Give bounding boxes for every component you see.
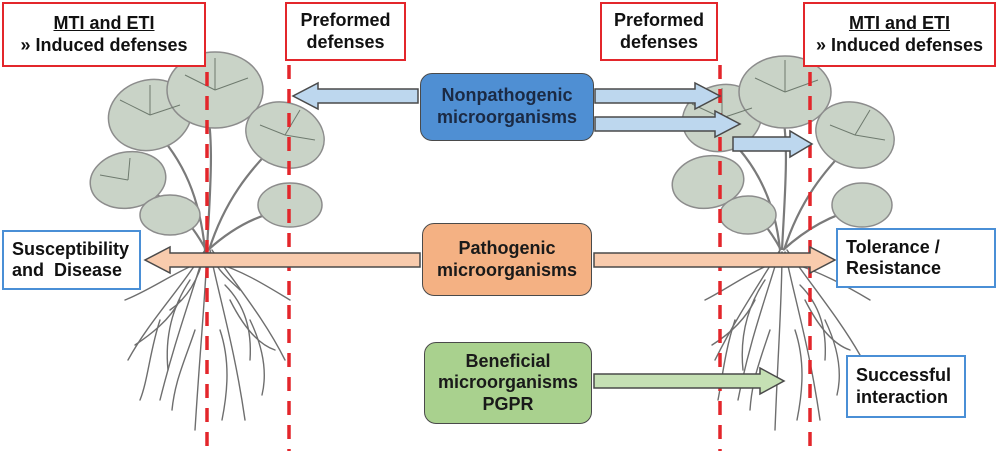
nonpathogenic-right-arrow-1	[594, 81, 722, 111]
successful-line1: Successful	[856, 365, 952, 386]
nonpathogenic-microorganisms-box: Nonpathogenic microorganisms	[420, 73, 594, 141]
right-preformed-defenses-box: Preformed defenses	[600, 2, 718, 61]
left-preformed-line1: Preformed	[300, 10, 391, 31]
tolerance-line1: Tolerance /	[846, 236, 940, 257]
left-induced-defenses-box: MTI and ETI » Induced defenses	[2, 2, 206, 67]
successful-interaction-box: Successful interaction	[846, 355, 966, 418]
left-preformed-line2: defenses	[306, 31, 385, 52]
right-induced-defenses-subtitle: » Induced defenses	[815, 34, 984, 55]
tolerance-resistance-box: Tolerance / Resistance	[836, 228, 996, 288]
nonpathogenic-line1: Nonpathogenic	[441, 85, 573, 106]
right-induced-defenses-title: MTI and ETI	[849, 13, 950, 34]
susceptibility-disease-box: Susceptibility and Disease	[2, 230, 141, 290]
arrows	[143, 81, 837, 396]
nonpathogenic-right-arrow-2	[594, 109, 742, 139]
susceptibility-line1: Susceptibility	[12, 238, 130, 259]
beneficial-microorganisms-box: Beneficial microorganisms PGPR	[424, 342, 592, 424]
pathogenic-line1: Pathogenic	[458, 237, 556, 258]
left-induced-defenses-title: MTI and ETI	[53, 13, 155, 34]
tolerance-line2: Resistance	[846, 258, 942, 278]
nonpathogenic-left-arrow	[291, 81, 419, 111]
beneficial-line1: Beneficial	[465, 350, 551, 371]
left-preformed-defenses-box: Preformed defenses	[285, 2, 406, 61]
beneficial-line3: PGPR	[482, 393, 534, 414]
left-induced-defenses-subtitle: » Induced defenses	[20, 34, 188, 55]
beneficial-right-arrow	[593, 366, 786, 396]
right-induced-defenses-box: MTI and ETI » Induced defenses	[803, 2, 996, 67]
left-plant-leaves	[89, 51, 325, 236]
successful-line2: interaction	[856, 386, 949, 407]
right-preformed-line1: Preformed	[613, 10, 705, 31]
left-plant-illustration	[89, 51, 325, 431]
pathogenic-right-arrow	[593, 245, 837, 275]
pathogenic-line2: microorganisms	[436, 259, 578, 280]
beneficial-line2: microorganisms	[437, 372, 579, 393]
nonpathogenic-right-arrow-3	[732, 129, 814, 159]
nonpathogenic-line2: microorganisms	[436, 107, 578, 127]
pathogenic-left-arrow	[143, 245, 421, 275]
right-preformed-line2: defenses	[619, 31, 699, 52]
left-plant-leaf-veins	[99, 58, 316, 181]
susceptibility-line2: and Disease	[12, 260, 123, 280]
pathogenic-microorganisms-box: Pathogenic microorganisms	[422, 223, 592, 296]
